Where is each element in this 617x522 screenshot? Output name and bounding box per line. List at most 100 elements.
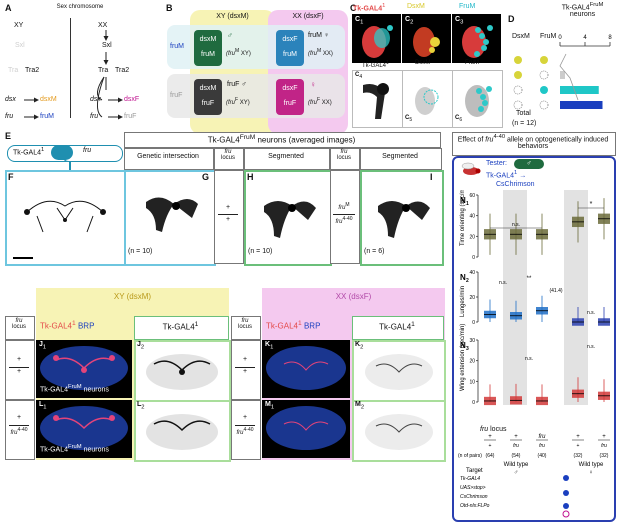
- d-dsx-dot: [513, 85, 523, 95]
- tester-csch: CsChrimson: [496, 181, 535, 188]
- fru-left: fru: [5, 113, 14, 120]
- header-title: Tk-GAL4FruM neurons (averaged images): [207, 134, 356, 145]
- d-col-frum: FruM: [540, 33, 557, 40]
- m2-label: M2: [355, 401, 365, 411]
- bl-r1-line: [9, 367, 29, 368]
- segmented-label-1: Segmented: [268, 153, 304, 160]
- n-tick-label: 0: [472, 400, 475, 406]
- image-l2: [134, 400, 231, 462]
- panel-label-b: B: [166, 3, 173, 13]
- image-l1: [36, 400, 132, 458]
- female-sym-2: ♀: [310, 80, 316, 89]
- n-ylabel: Lunges/min: [460, 286, 466, 317]
- c-lower-frum: FruM: [465, 60, 479, 66]
- c-header-frum: FruM: [459, 3, 476, 10]
- geno-top: +: [602, 434, 606, 440]
- n-panel-sub: 3: [466, 346, 469, 352]
- segmented-box-1: [244, 148, 330, 170]
- cell12-genotype: (fruM XX): [308, 48, 333, 57]
- n-g: (n = 10): [128, 248, 153, 255]
- locus-box-1: [214, 148, 244, 170]
- br-locus-box: [231, 316, 261, 340]
- n-tick-label: 20: [469, 295, 475, 301]
- d-fru-dot: [540, 56, 548, 64]
- j1-neurons: Tk-GAL4FruM neurons: [40, 384, 109, 394]
- n-tick-label: 40: [469, 214, 475, 220]
- geno-top: +: [488, 434, 492, 440]
- br-col2-header-box: [352, 316, 444, 340]
- cell21-genotype: (fruF XY): [226, 97, 250, 106]
- d-tick-label: 0: [558, 35, 562, 41]
- j1-label: J1: [39, 341, 47, 351]
- panel-label-d: D: [508, 14, 515, 24]
- tester-label: Tester:: [486, 160, 508, 167]
- d-fru-dot: [539, 70, 549, 80]
- d-total: Total: [516, 110, 531, 117]
- divider: [70, 18, 71, 118]
- panel-label-i: I: [430, 172, 433, 182]
- bl-col1-header: Tk-GAL41 BRP: [40, 320, 95, 331]
- j2-label: J2: [137, 341, 145, 351]
- n-tick-label: 60: [469, 193, 475, 199]
- d-bar: [560, 71, 565, 79]
- cell11-genotype: (fruM XY): [226, 48, 251, 57]
- n-pairs: (32): [574, 453, 583, 459]
- male-shade: [503, 190, 527, 405]
- e-construct: Tk-GAL41 fru: [7, 144, 127, 164]
- geno-bot: fru: [601, 443, 607, 449]
- ns-3: n.s.: [587, 310, 595, 316]
- n-pairs: (64): [486, 453, 495, 459]
- bl-locus-row1: [5, 340, 35, 400]
- br-locus-row2: [231, 400, 261, 460]
- d-tick-label: 8: [608, 35, 612, 41]
- fruF: fruF: [124, 113, 137, 120]
- wt-male: Wild type: [504, 462, 529, 468]
- n-panel-label: N: [460, 341, 466, 350]
- bl-r1-bot: +: [16, 368, 22, 375]
- tester-tk: Tk-GAL41 →: [486, 170, 527, 180]
- dsxM: dsxM: [40, 96, 57, 103]
- image-k2: [352, 340, 446, 402]
- dstar: **: [527, 276, 532, 282]
- image-i: [360, 170, 444, 266]
- n-tick-label: 20: [469, 359, 475, 365]
- d-n: (n = 12): [512, 120, 537, 127]
- fruF-row-label: fruF: [170, 92, 183, 99]
- n-i: (n = 6): [364, 248, 385, 255]
- cell12-label: fruM ♀: [308, 32, 330, 39]
- target-label: Target: [466, 468, 483, 474]
- male-sym-1: ♂: [227, 31, 233, 40]
- e-fru-label: fru: [83, 147, 92, 154]
- e-tk-label: Tk-GAL41: [13, 147, 45, 157]
- wt-female: Wild type: [579, 462, 604, 468]
- br-r1-line: [235, 367, 255, 368]
- locus-plus-bot: +: [225, 216, 231, 223]
- d-dsx-dot: [514, 56, 522, 64]
- geno-bot: +: [577, 443, 580, 449]
- n-pairs-label: (n of pairs): [458, 453, 482, 459]
- fruM: fruM: [40, 113, 54, 120]
- locus-box-2: [330, 148, 360, 170]
- br-r2-bot: fru4-40: [236, 427, 254, 436]
- target-item: CsChrimson: [460, 494, 488, 500]
- target-ring: [562, 510, 570, 518]
- locus-plus-top: +: [225, 204, 231, 211]
- tester-male-pill: [514, 159, 544, 169]
- outlier: (41.4): [549, 288, 562, 294]
- c3-label: C3: [455, 16, 464, 26]
- xx-bg-header: [262, 288, 445, 310]
- br-col1-header: Tk-GAL41 BRP: [266, 320, 321, 331]
- panel-label-f: F: [8, 172, 14, 182]
- c2-label: C2: [405, 16, 414, 26]
- dsx-left: dsx: [5, 96, 16, 103]
- star-1: *: [590, 201, 593, 208]
- br-col2-header: Tk-GAL41: [379, 321, 415, 332]
- dsxF: dsxF: [124, 96, 140, 103]
- ns-4: n.s.: [525, 356, 533, 362]
- target-dot: [563, 503, 569, 509]
- dsx-right: dsx: [90, 96, 101, 103]
- ns-2: n.s.: [499, 280, 507, 286]
